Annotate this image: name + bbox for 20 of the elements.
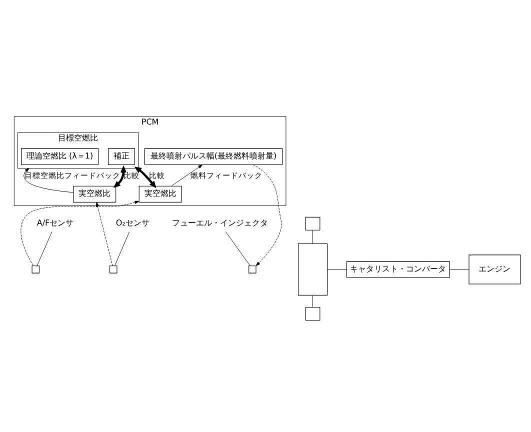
connector — [449, 268, 470, 270]
arrow — [24, 168, 74, 192]
arrow — [134, 166, 156, 188]
connector — [114, 231, 130, 266]
connector — [36, 231, 52, 266]
node-box — [32, 265, 40, 273]
node-box — [110, 265, 118, 273]
connector — [327, 268, 347, 270]
arrow — [252, 164, 282, 266]
arrow — [96, 202, 113, 266]
connector — [225, 231, 250, 266]
connector — [312, 229, 313, 244]
connector — [312, 294, 313, 307]
node-box — [248, 265, 256, 273]
arrow — [171, 164, 203, 186]
node-box — [298, 243, 328, 295]
arrow — [20, 200, 140, 266]
node-box — [305, 216, 320, 230]
arrow — [113, 164, 127, 188]
node-box — [305, 306, 320, 320]
